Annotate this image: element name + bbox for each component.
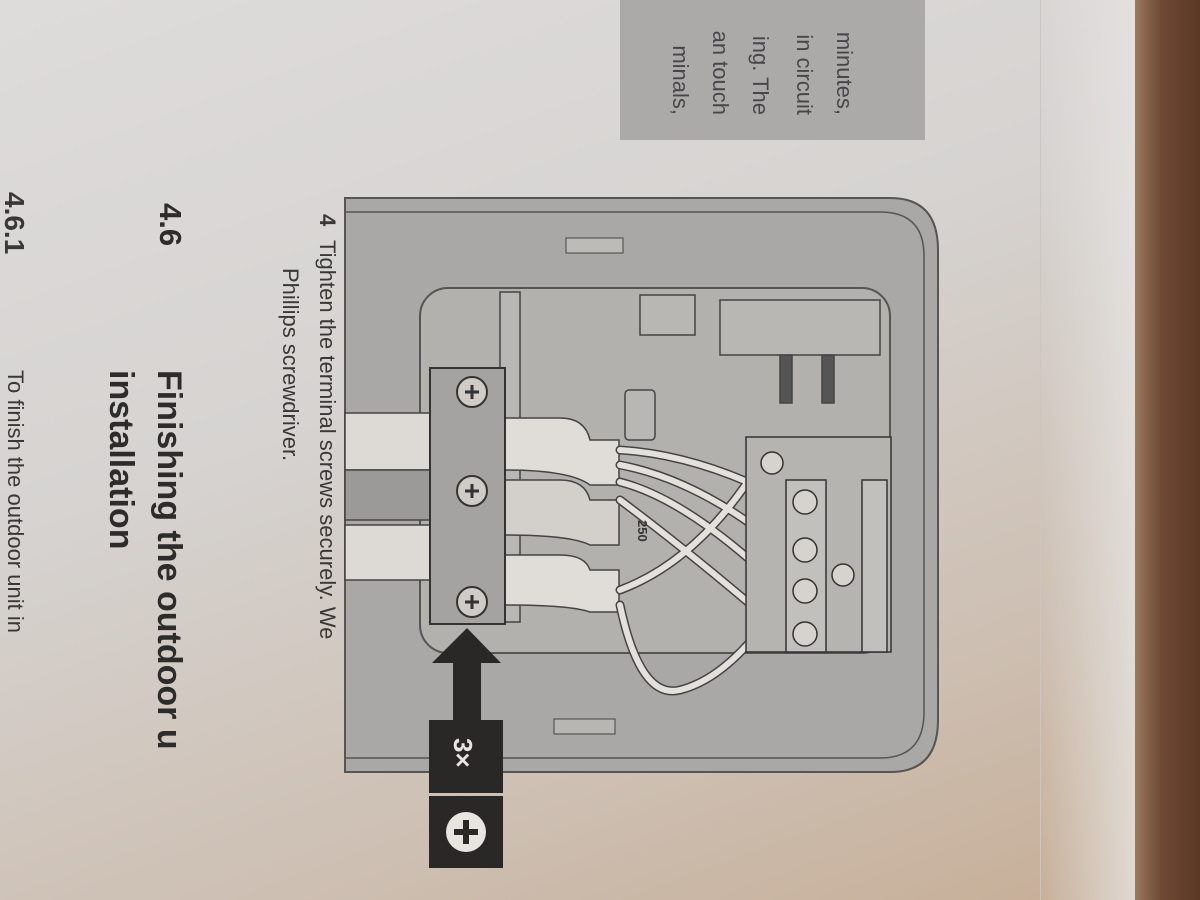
count-label: 3× (448, 738, 478, 768)
section-number: 4.6 (153, 203, 188, 247)
count-box (429, 720, 503, 793)
subsection-text: To finish the outdoor unit in (3, 370, 28, 633)
clamp-screws (456, 376, 488, 618)
slot (553, 718, 616, 735)
book-binding (1135, 0, 1200, 900)
label-plate (565, 237, 624, 254)
warning-box: minutes, in circuit ing. The an touch mi… (620, 0, 925, 140)
phillips-screwdriver-icon (429, 796, 503, 868)
step-number: 4 (315, 214, 340, 227)
section-title: Finishing the outdoor u (150, 370, 188, 750)
cables (344, 412, 620, 613)
terminal-block (745, 436, 892, 653)
terminal-label: 250 (635, 520, 650, 542)
arrow-icon (432, 628, 501, 720)
step-text-line1: Tighten the terminal screws securely. We (315, 240, 340, 640)
page-edge (1040, 0, 1136, 900)
step-text-line2: Phillips screwdriver. (278, 268, 303, 462)
subsection-number: 4.6.1 (0, 192, 30, 255)
section-title-line2: installation (102, 370, 140, 550)
